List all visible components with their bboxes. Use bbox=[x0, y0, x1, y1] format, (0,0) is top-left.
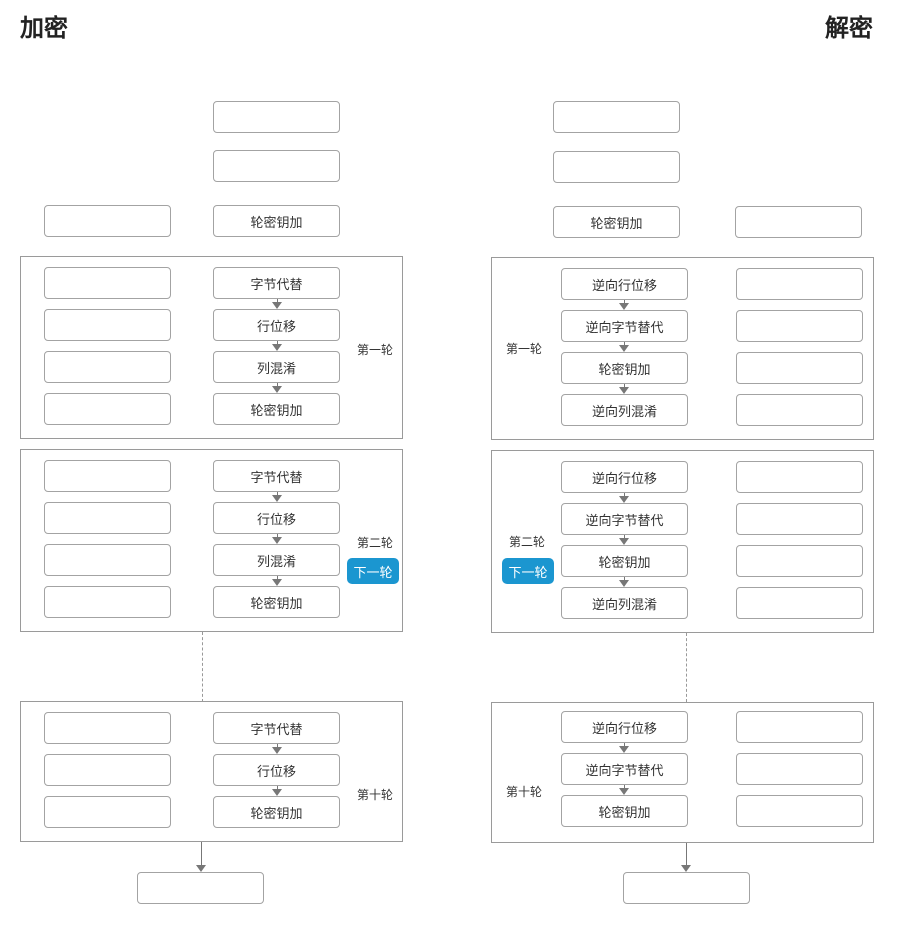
plaintext-output-box[interactable] bbox=[623, 872, 750, 904]
state-output-box[interactable] bbox=[736, 461, 863, 493]
inv-shift-rows-box: 逆向行位移 bbox=[561, 268, 688, 300]
state-output-box[interactable] bbox=[44, 393, 171, 425]
next-round-button[interactable]: 下一轮 bbox=[347, 558, 399, 584]
state-output-box[interactable] bbox=[736, 587, 863, 619]
round-key-input-box[interactable] bbox=[44, 205, 171, 237]
state-output-box[interactable] bbox=[44, 267, 171, 299]
decrypt-round-2-frame: 逆向行位移 逆向字节替代 轮密钥加 逆向列混淆 第二轮 下一轮 bbox=[491, 450, 874, 633]
continuation-dashed-line bbox=[686, 633, 687, 702]
key-box[interactable] bbox=[213, 150, 340, 182]
encrypt-round-2-frame: 字节代替 行位移 列混淆 轮密钥加 第二轮 下一轮 bbox=[20, 449, 403, 632]
state-output-box[interactable] bbox=[44, 502, 171, 534]
decrypt-title: 解密 bbox=[825, 14, 873, 42]
state-output-box[interactable] bbox=[44, 309, 171, 341]
add-round-key-box: 轮密钥加 bbox=[213, 586, 340, 618]
round-label: 第一轮 bbox=[506, 342, 543, 356]
add-round-key-box: 轮密钥加 bbox=[561, 545, 688, 577]
round-key-input-box[interactable] bbox=[735, 206, 862, 238]
state-output-box[interactable] bbox=[736, 310, 863, 342]
shift-rows-box: 行位移 bbox=[213, 309, 340, 341]
initial-add-round-key-box: 轮密钥加 bbox=[213, 205, 340, 237]
inv-sub-bytes-box: 逆向字节替代 bbox=[561, 753, 688, 785]
state-output-box[interactable] bbox=[736, 503, 863, 535]
round-label: 第二轮 bbox=[357, 536, 394, 550]
key-box[interactable] bbox=[553, 151, 680, 183]
inv-sub-bytes-box: 逆向字节替代 bbox=[561, 503, 688, 535]
state-output-box[interactable] bbox=[736, 753, 863, 785]
sub-bytes-box: 字节代替 bbox=[213, 267, 340, 299]
add-round-key-box: 轮密钥加 bbox=[213, 393, 340, 425]
state-output-box[interactable] bbox=[44, 796, 171, 828]
mix-columns-box: 列混淆 bbox=[213, 544, 340, 576]
ciphertext-output-box[interactable] bbox=[137, 872, 264, 904]
state-output-box[interactable] bbox=[736, 352, 863, 384]
encrypt-round-1-frame: 字节代替 行位移 列混淆 轮密钥加 第一轮 bbox=[20, 256, 403, 439]
inv-shift-rows-box: 逆向行位移 bbox=[561, 711, 688, 743]
plaintext-box[interactable] bbox=[213, 101, 340, 133]
state-output-box[interactable] bbox=[44, 754, 171, 786]
round-label: 第二轮 bbox=[509, 535, 546, 549]
state-output-box[interactable] bbox=[736, 545, 863, 577]
inv-shift-rows-box: 逆向行位移 bbox=[561, 461, 688, 493]
state-output-box[interactable] bbox=[736, 711, 863, 743]
sub-bytes-box: 字节代替 bbox=[213, 712, 340, 744]
inv-mix-columns-box: 逆向列混淆 bbox=[561, 394, 688, 426]
decrypt-round-1-frame: 逆向行位移 逆向字节替代 轮密钥加 逆向列混淆 第一轮 bbox=[491, 257, 874, 440]
encrypt-title: 加密 bbox=[20, 14, 68, 42]
inv-sub-bytes-box: 逆向字节替代 bbox=[561, 310, 688, 342]
state-output-box[interactable] bbox=[44, 351, 171, 383]
state-output-box[interactable] bbox=[736, 795, 863, 827]
round-label: 第十轮 bbox=[506, 785, 543, 799]
encrypt-round-10-frame: 字节代替 行位移 轮密钥加 第十轮 bbox=[20, 701, 403, 842]
round-label: 第十轮 bbox=[357, 788, 394, 802]
add-round-key-box: 轮密钥加 bbox=[561, 795, 688, 827]
state-output-box[interactable] bbox=[44, 544, 171, 576]
inv-mix-columns-box: 逆向列混淆 bbox=[561, 587, 688, 619]
add-round-key-box: 轮密钥加 bbox=[213, 796, 340, 828]
state-output-box[interactable] bbox=[44, 586, 171, 618]
sub-bytes-box: 字节代替 bbox=[213, 460, 340, 492]
mix-columns-box: 列混淆 bbox=[213, 351, 340, 383]
shift-rows-box: 行位移 bbox=[213, 502, 340, 534]
next-round-button[interactable]: 下一轮 bbox=[502, 558, 554, 584]
add-round-key-box: 轮密钥加 bbox=[561, 352, 688, 384]
continuation-dashed-line bbox=[202, 632, 203, 702]
decrypt-round-10-frame: 逆向行位移 逆向字节替代 轮密钥加 第十轮 bbox=[491, 702, 874, 843]
ciphertext-input-box[interactable] bbox=[553, 101, 680, 133]
state-output-box[interactable] bbox=[736, 394, 863, 426]
state-output-box[interactable] bbox=[44, 460, 171, 492]
initial-add-round-key-box: 轮密钥加 bbox=[553, 206, 680, 238]
state-output-box[interactable] bbox=[736, 268, 863, 300]
round-label: 第一轮 bbox=[357, 343, 394, 357]
shift-rows-box: 行位移 bbox=[213, 754, 340, 786]
state-output-box[interactable] bbox=[44, 712, 171, 744]
